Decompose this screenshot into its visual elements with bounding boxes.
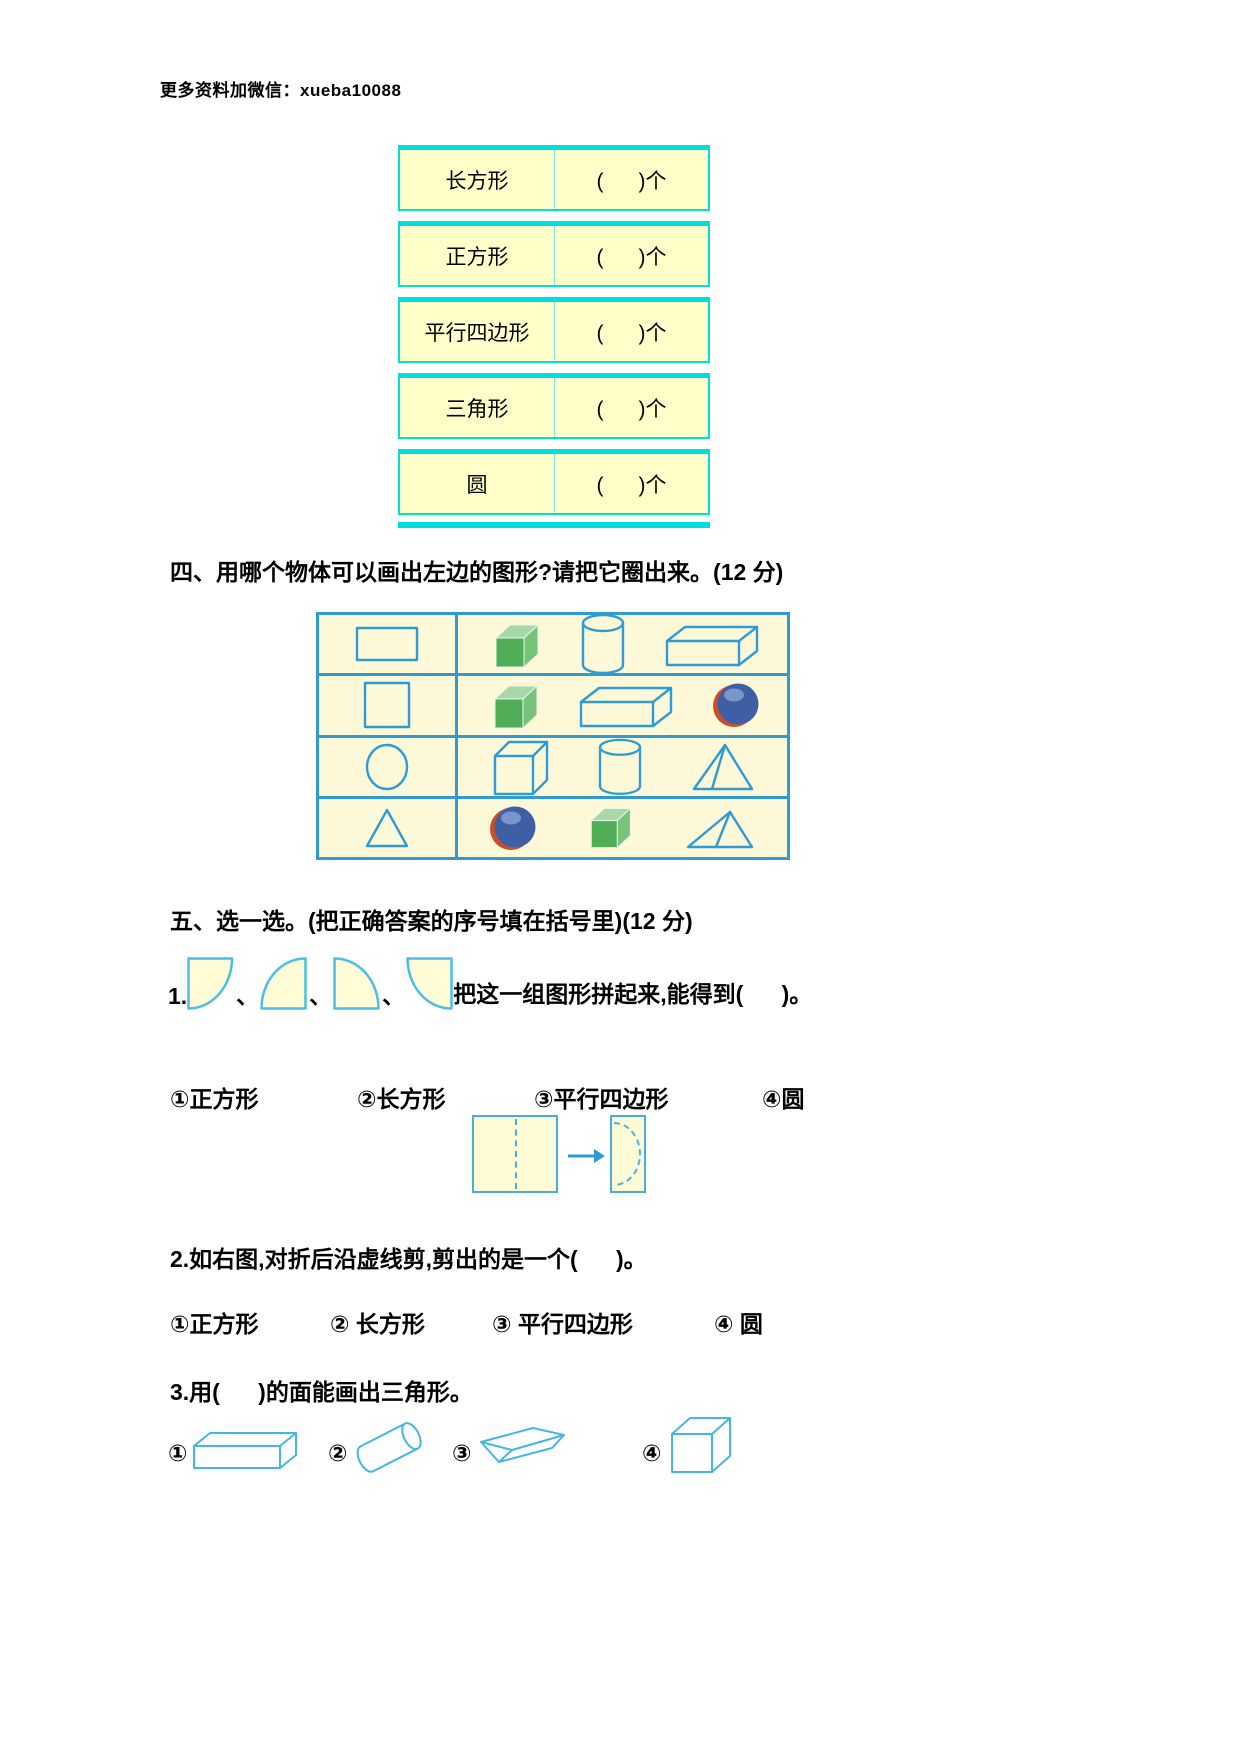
option-3: ③ 平行四边形 bbox=[492, 1311, 633, 1337]
question-1: 1. 、 、 、 把这一组图形拼起来,能得到( )。 bbox=[168, 952, 812, 1010]
cuboid-icon bbox=[193, 1432, 297, 1469]
paper-with-fold-line bbox=[472, 1115, 558, 1193]
count-blank-cell: ( )个 bbox=[596, 321, 667, 345]
choice-number: ② bbox=[328, 1440, 348, 1466]
cube-icon bbox=[671, 1417, 731, 1473]
section5-title: 五、选一选。(把正确答案的序号填在括号里)(12 分) bbox=[170, 908, 693, 934]
cuboid-icon bbox=[665, 625, 759, 667]
match-object-grid bbox=[316, 612, 790, 860]
choice-number: ④ bbox=[642, 1440, 662, 1466]
shape-name-cell: 正方形 bbox=[400, 226, 555, 285]
cut-semicircle-dashed bbox=[613, 1122, 641, 1186]
choice-number: ③ bbox=[452, 1440, 472, 1466]
option-1: ①正方形 bbox=[170, 1311, 259, 1337]
object-choices bbox=[458, 613, 787, 675]
quarter-circle-tr-icon bbox=[406, 957, 453, 1010]
quarter-circle-tl-icon bbox=[187, 957, 234, 1010]
count-blank-cell: ( )个 bbox=[596, 473, 667, 497]
count-blank-cell: ( )个 bbox=[596, 245, 667, 269]
green-cube-icon bbox=[590, 807, 631, 848]
question-number: 1. bbox=[168, 983, 188, 1009]
grid-row bbox=[319, 676, 787, 738]
option-2: ②长方形 bbox=[357, 1086, 446, 1112]
object-choices bbox=[458, 799, 787, 857]
question-2-text: 2.如右图,对折后沿虚线剪,剪出的是一个( )。 bbox=[170, 1246, 647, 1272]
table-row: 三角形 ( )个 bbox=[398, 373, 710, 439]
cylinder-icon bbox=[582, 613, 625, 675]
target-triangle-shape bbox=[319, 798, 458, 857]
table-row: 正方形 ( )个 bbox=[398, 221, 710, 287]
option-1: ①正方形 bbox=[170, 1086, 259, 1112]
cube-outline-icon bbox=[493, 740, 548, 795]
grid-row bbox=[319, 798, 787, 857]
option-4: ④ 圆 bbox=[714, 1311, 763, 1337]
watermark-text: 更多资料加微信：xueba10088 bbox=[160, 81, 402, 100]
green-cube-icon bbox=[494, 685, 538, 729]
quarter-circle-br-icon bbox=[260, 957, 307, 1010]
choice-number: ① bbox=[168, 1440, 188, 1466]
list-separator: 、 bbox=[309, 984, 332, 1009]
cylinder-icon bbox=[598, 738, 641, 795]
object-choices bbox=[458, 738, 787, 796]
table-row: 圆 ( )个 bbox=[398, 449, 710, 515]
table-row: 长方形 ( )个 bbox=[398, 145, 710, 211]
option-2: ② 长方形 bbox=[330, 1311, 425, 1337]
target-rectangle-shape bbox=[319, 615, 458, 674]
shape-name-cell: 圆 bbox=[400, 454, 555, 513]
prism-icon bbox=[686, 810, 753, 849]
object-choices bbox=[458, 676, 787, 734]
section4-title: 四、用哪个物体可以画出左边的图形?请把它圈出来。(12 分) bbox=[170, 559, 784, 585]
ball-icon bbox=[489, 806, 535, 850]
shape-name-cell: 长方形 bbox=[400, 150, 555, 209]
ball-icon bbox=[712, 683, 759, 728]
quarter-circle-bl-icon bbox=[333, 957, 380, 1010]
question-3-text: 3.用( )的面能画出三角形。 bbox=[170, 1379, 473, 1405]
fold-dashed-line bbox=[515, 1119, 517, 1189]
folded-paper-with-cut-line bbox=[610, 1115, 646, 1193]
target-circle-shape bbox=[319, 737, 458, 796]
arrow-right-icon bbox=[568, 1149, 605, 1163]
count-blank-cell: ( )个 bbox=[596, 169, 667, 193]
target-square-shape bbox=[319, 676, 458, 735]
shape-name-cell: 三角形 bbox=[400, 378, 555, 437]
list-separator: 、 bbox=[236, 984, 259, 1009]
table-row: 平行四边形 ( )个 bbox=[398, 297, 710, 363]
wedge-prism-icon bbox=[480, 1427, 565, 1463]
question-text: 把这一组图形拼起来,能得到( )。 bbox=[453, 981, 813, 1007]
cuboid-icon bbox=[580, 687, 673, 728]
grid-row bbox=[319, 737, 787, 799]
option-3: ③平行四边形 bbox=[534, 1086, 669, 1112]
cylinder-lying-icon bbox=[356, 1422, 422, 1473]
option-4: ④圆 bbox=[762, 1086, 805, 1112]
shape-name-cell: 平行四边形 bbox=[400, 302, 555, 361]
grid-row bbox=[319, 613, 787, 677]
count-blank-cell: ( )个 bbox=[596, 397, 667, 421]
list-separator: 、 bbox=[382, 984, 405, 1009]
table-bottom-rule bbox=[398, 522, 710, 528]
shape-count-table: 长方形 ( )个 正方形 ( )个 平行四边形 ( )个 三角形 ( )个 圆 … bbox=[398, 145, 710, 528]
green-cube-icon bbox=[495, 624, 539, 668]
pyramid-icon bbox=[692, 743, 753, 790]
